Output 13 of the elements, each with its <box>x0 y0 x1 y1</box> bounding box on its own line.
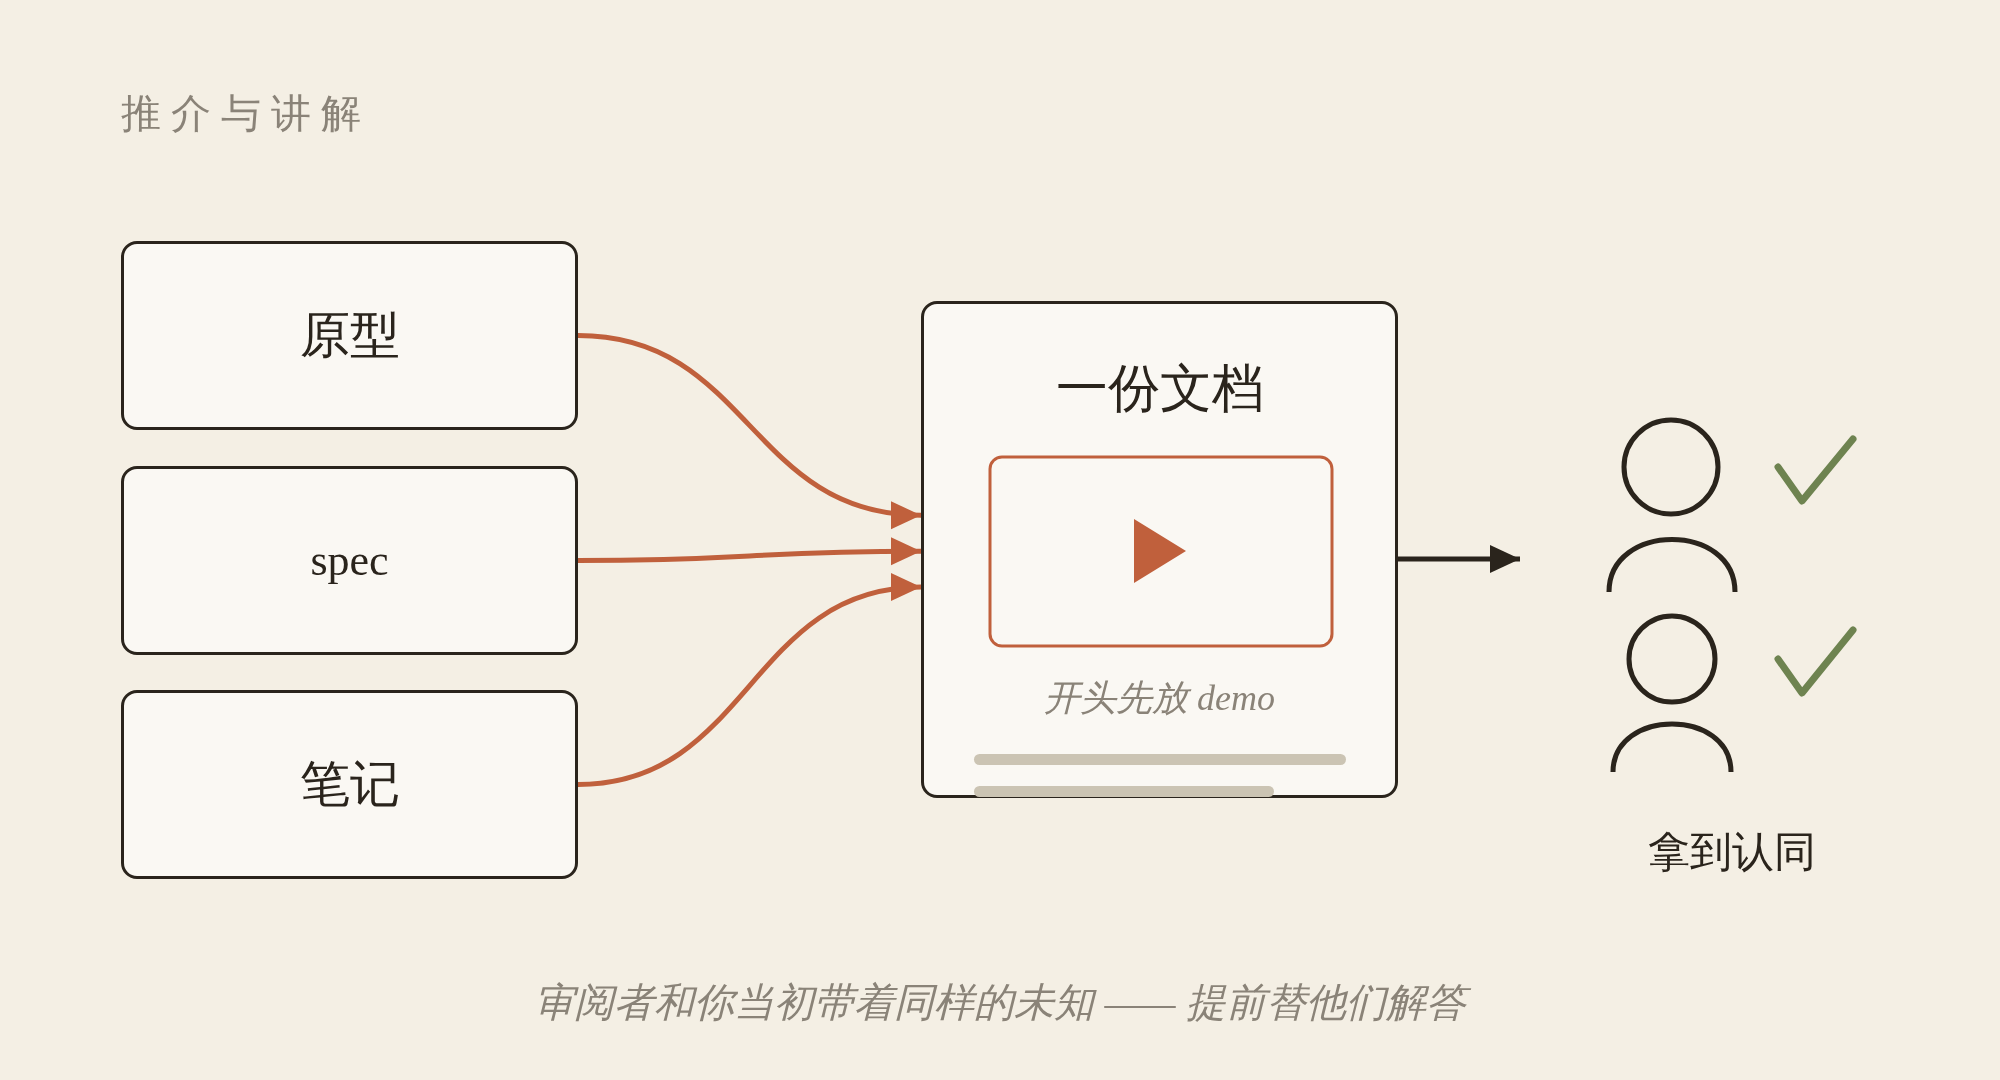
arrow <box>577 576 922 787</box>
title: 推 介 与 讲 解 <box>121 90 361 138</box>
source-box: 原型 <box>121 241 578 430</box>
arrow <box>1398 545 1520 573</box>
arrow <box>577 333 922 527</box>
people-label: 拿到认同 <box>1648 828 1816 877</box>
source-box: 笔记 <box>121 690 578 879</box>
arrow <box>578 537 921 566</box>
demo-note: 开头先放 demo <box>1043 677 1276 720</box>
caption: 审阅者和你当初带着同样的未知 —— 提前替他们解答 <box>0 975 2000 1030</box>
source-box: spec <box>121 466 578 655</box>
document-card <box>921 301 1398 798</box>
document-title: 一份文档 <box>1054 359 1265 419</box>
